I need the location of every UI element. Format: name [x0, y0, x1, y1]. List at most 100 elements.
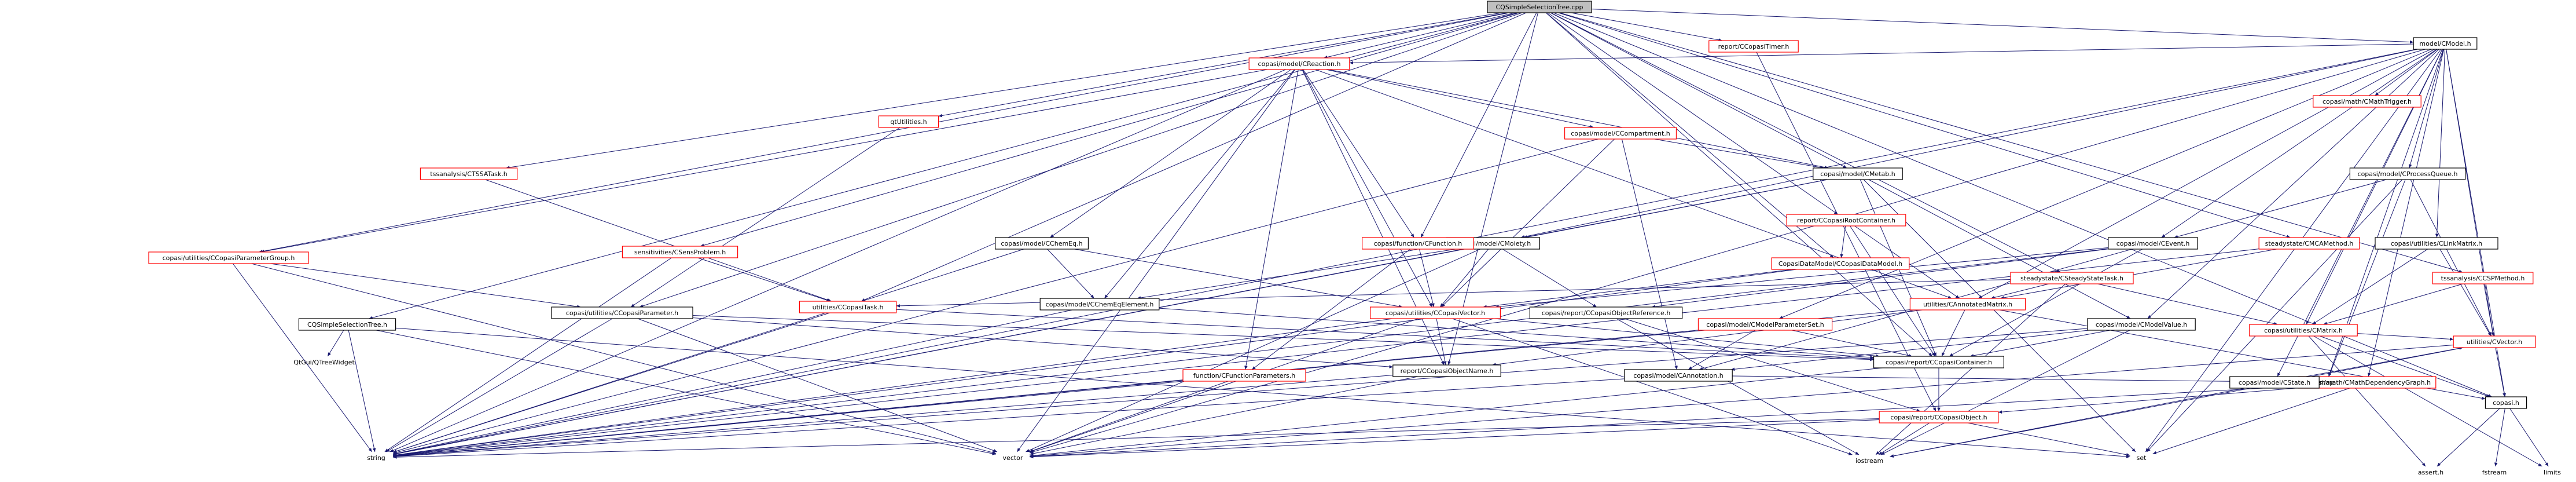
node-parameter-group[interactable]: copasi/utilities/CCopasiParameterGroup.h	[148, 251, 309, 264]
edge-model-to-reaction	[1349, 43, 2414, 65]
edge-copasi-object-to-string	[393, 418, 1880, 459]
edge-selection-tree-h-to-string	[348, 330, 376, 452]
node-root[interactable]: CQSimpleSelectionTree.cpp	[1487, 1, 1592, 13]
edge-reaction-to-vector	[1016, 69, 1296, 452]
node-label: report/CCopasiRootContainer.h	[1797, 217, 1895, 224]
node-event[interactable]: copasi/model/CEvent.h	[2108, 237, 2198, 250]
node-utilities-parameter[interactable]: copasi/utilities/CCopasiParameter.h	[551, 306, 693, 319]
node-label: function/CFunctionParameters.h	[1193, 372, 1296, 379]
node-tss-task[interactable]: tssanalysis/CTSSATask.h	[420, 167, 518, 180]
edge-selection-tree-h-to-vector	[376, 330, 996, 455]
node-label: set	[2137, 454, 2147, 462]
node-annotated-matrix[interactable]: utilities/CAnnotatedMatrix.h	[1909, 298, 2026, 311]
node-box	[1182, 369, 1306, 382]
node-root-container[interactable]: report/CCopasiRootContainer.h	[1786, 214, 1906, 227]
edge-model-to-set	[2145, 49, 2442, 452]
edge-selection-tree-h-to-qtreewidget	[327, 330, 344, 357]
edge-root-to-qt-utilities	[938, 12, 1508, 118]
edge-moiety-to-chem-eq-element	[1137, 249, 1456, 300]
node-sens-problem[interactable]: sensitivities/CSensProblem.h	[622, 246, 738, 258]
node-box	[994, 237, 1089, 250]
node-copasi-timer[interactable]: report/CCopasiTimer.h	[1708, 40, 1799, 53]
edge-utilities-parameter-to-string	[385, 318, 613, 452]
edge-root-to-csp-method	[1559, 12, 2463, 273]
edge-object-name-to-vector	[1030, 376, 1419, 455]
edge-math-dependency-to-set	[2152, 388, 2350, 455]
edge-csp-method-to-cmatrix	[2323, 283, 2463, 325]
node-annotation[interactable]: copasi/model/CAnnotation.h	[1624, 369, 1733, 382]
edge-root-to-mca-method	[1558, 12, 2291, 238]
edge-copasi-vector-to-iostream	[1452, 318, 1853, 455]
node-chem-eq[interactable]: copasi/model/CChemEq.h	[994, 237, 1089, 250]
node-box	[1697, 318, 1833, 331]
node-box	[799, 301, 897, 313]
edge-reaction-to-function-parameters	[1244, 69, 1299, 370]
node-datamodel[interactable]: CopasiDataModel/CCopasiDataModel.h	[1771, 257, 1910, 270]
node-function-parameters[interactable]: function/CFunctionParameters.h	[1182, 369, 1306, 382]
edge-root-to-reaction	[1324, 12, 1515, 59]
node-label: copasi/utilities/CLinkMatrix.h	[2391, 240, 2482, 247]
edge-chem-eq-element-to-string	[393, 309, 1072, 455]
node-label: report/CCopasiObjectName.h	[1401, 367, 1494, 375]
edge-cvector-to-vector	[1030, 345, 2454, 458]
node-object-name[interactable]: report/CCopasiObjectName.h	[1392, 364, 1501, 377]
node-state[interactable]: copasi/model/CState.h	[2229, 376, 2320, 389]
node-task[interactable]: utilities/CCopasiTask.h	[799, 301, 897, 313]
node-reaction[interactable]: copasi/model/CReaction.h	[1248, 57, 1350, 70]
node-box	[1564, 127, 1677, 140]
edge-compartment-to-metab	[1654, 138, 1824, 169]
node-math-dependency[interactable]: copasi/math/CMathDependencyGraph.h	[2298, 376, 2437, 389]
node-mca-method[interactable]: steadystate/CMCAMethod.h	[2258, 237, 2360, 250]
node-chem-eq-element[interactable]: copasi/model/CChemEqElement.h	[1039, 298, 1160, 311]
edge-process-queue-to-map	[2328, 179, 2406, 377]
node-box	[2108, 237, 2198, 250]
node-copasi-object[interactable]: copasi/report/CCopasiObject.h	[1879, 411, 1999, 423]
node-compartment[interactable]: copasi/model/CCompartment.h	[1564, 127, 1677, 140]
node-label: copasi/report/CCopasiObject.h	[1890, 414, 1987, 421]
node-copasi-h[interactable]: copasi.h	[2485, 396, 2527, 409]
edge-mca-method-to-annotated-matrix	[2000, 249, 2277, 300]
node-label: copasi/model/CMoiety.h	[1456, 240, 1531, 247]
edge-model-value-to-iostream	[1880, 330, 2130, 455]
node-qtreewidget: QtGui/QTreeWidget	[293, 359, 355, 366]
node-steady-state-task[interactable]: steadystate/CSteadyStateTask.h	[2010, 272, 2134, 284]
edge-parameter-group-to-vector	[251, 263, 996, 454]
edge-process-queue-to-event	[2174, 179, 2387, 239]
node-process-queue[interactable]: copasi/model/CProcessQueue.h	[2349, 167, 2466, 180]
node-metab[interactable]: copasi/model/CMetab.h	[1813, 167, 1903, 180]
edge-model-to-moiety	[1520, 49, 2418, 239]
edge-state-to-cvector	[2306, 346, 2463, 377]
node-label: steadystate/CSteadyStateTask.h	[2020, 275, 2123, 282]
node-box	[420, 167, 518, 180]
node-cvector[interactable]: utilities/CVector.h	[2453, 335, 2536, 348]
edge-root-to-copasi-timer	[1571, 12, 1722, 42]
node-label: utilities/CAnnotatedMatrix.h	[1923, 301, 2012, 308]
node-csp-method[interactable]: tssanalysis/CCSPMethod.h	[2432, 272, 2534, 284]
node-function[interactable]: copasi/function/CFunction.h	[1362, 237, 1475, 250]
edge-root-to-function	[1420, 12, 1537, 238]
node-copasi-vector[interactable]: copasi/utilities/CCopasiVector.h	[1370, 306, 1501, 319]
node-selection-tree-h[interactable]: CQSimpleSelectionTree.h	[298, 318, 396, 331]
node-box	[1771, 257, 1910, 270]
node-model[interactable]: model/CModel.h	[2413, 37, 2478, 50]
edge-model-to-event	[2161, 49, 2437, 238]
edge-model-to-map	[2328, 49, 2443, 377]
node-model-value[interactable]: copasi/model/CModelValue.h	[2087, 318, 2196, 331]
edge-event-to-copasi-container	[1949, 249, 2143, 357]
edge-steady-state-task-to-annotated-matrix	[1990, 283, 2049, 300]
node-math-trigger[interactable]: copasi/math/CMathTrigger.h	[2313, 95, 2421, 108]
edge-root-to-model	[1591, 9, 2414, 44]
edge-model-value-to-annotation	[1730, 330, 2089, 371]
node-model-parameter-set[interactable]: copasi/model/CModelParameterSet.h	[1697, 318, 1833, 331]
node-copasi-container[interactable]: copasi/report/CCopasiContainer.h	[1873, 356, 2005, 368]
edge-reaction-to-chem-eq	[1050, 69, 1291, 238]
edge-steady-state-task-to-cmatrix	[2097, 283, 2278, 326]
node-object-reference[interactable]: copasi/report/CCopasiObjectReference.h	[1529, 306, 1683, 319]
node-label: copasi/utilities/CMatrix.h	[2264, 327, 2343, 334]
edge-parameter-group-to-utilities-parameter	[270, 263, 581, 308]
node-qt-utilities[interactable]: qtUtilities.h	[878, 115, 939, 128]
node-cmatrix[interactable]: copasi/utilities/CMatrix.h	[2249, 324, 2358, 337]
edge-root-to-metab	[1550, 12, 1847, 169]
node-link-matrix[interactable]: copasi/utilities/CLinkMatrix.h	[2375, 237, 2498, 250]
edge-annotated-matrix-to-copasi-container	[1941, 309, 1965, 357]
